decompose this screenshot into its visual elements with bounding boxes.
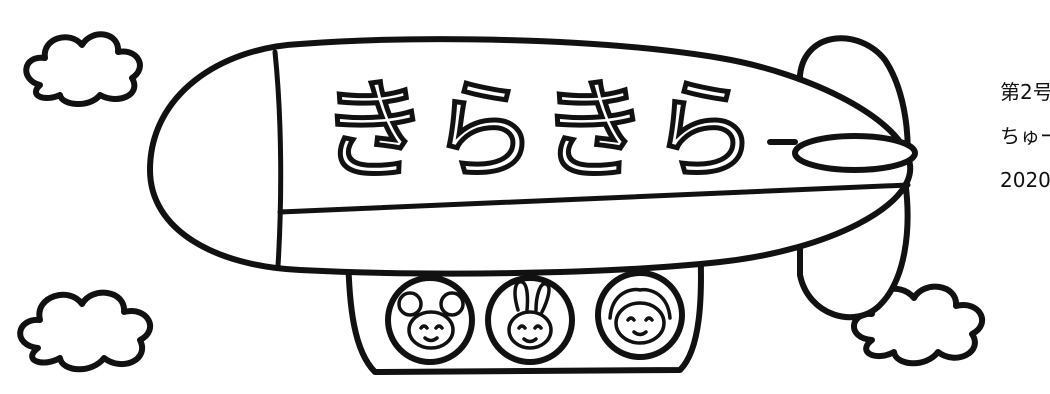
rabbit-face-icon <box>507 280 553 350</box>
newsletter-info: 第2号 ちゅーりっぷ 2020年 <box>1000 70 1050 202</box>
issue-number: 第2号 <box>1000 80 1050 104</box>
mouse-face-icon <box>397 291 465 350</box>
class-name: ちゅーりっぷ <box>1000 124 1050 148</box>
cloud-bottom-left-icon <box>17 289 154 373</box>
bear-face-icon <box>608 287 672 345</box>
blimp-body <box>147 36 918 277</box>
blimp-title: きらきら <box>320 69 760 194</box>
window-center <box>485 275 575 365</box>
issue-year: 2020年 <box>1000 168 1050 192</box>
window-left <box>385 275 475 365</box>
cloud-top-left-icon <box>23 31 143 107</box>
window-right <box>595 270 685 360</box>
